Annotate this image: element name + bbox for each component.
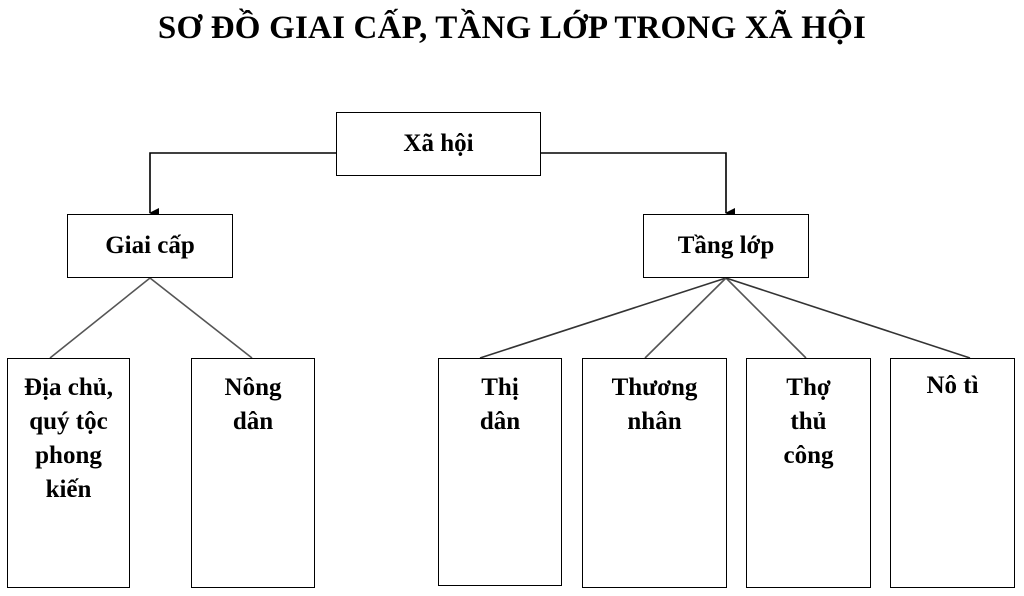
node-giai-cap: Giai cấp <box>67 214 233 278</box>
node-dia-chu-quy-toc: Địa chủ, quý tộc phong kiến <box>7 358 130 588</box>
line-tang-lop-to-thuong-nhan <box>644 277 727 359</box>
node-tho-thu-cong-label: Thợ thủ công <box>783 374 834 469</box>
node-nong-dan: Nông dân <box>191 358 315 588</box>
diagram-title: SƠ ĐỒ GIAI CẤP, TẦNG LỚP TRONG XÃ HỘI <box>157 10 867 46</box>
node-giai-cap-label: Giai cấp <box>105 232 195 259</box>
node-thuong-nhan-label: Thương nhân <box>611 374 698 435</box>
node-no-ti: Nô tì <box>890 358 1015 588</box>
node-tho-thu-cong: Thợ thủ công <box>746 358 871 588</box>
line-giai-cap-to-dia-chu <box>49 277 151 359</box>
arrow-to-giai-cap <box>149 152 336 218</box>
node-thi-dan: Thị dân <box>438 358 562 586</box>
line-tang-lop-to-thi-dan <box>479 277 727 359</box>
node-thi-dan-label: Thị dân <box>479 374 521 435</box>
node-nong-dan-label: Nông dân <box>224 374 282 435</box>
node-thuong-nhan: Thương nhân <box>582 358 727 588</box>
node-tang-lop-label: Tầng lớp <box>677 232 775 259</box>
line-tang-lop-to-no-ti <box>725 277 971 359</box>
node-xa-hoi: Xã hội <box>336 112 541 176</box>
node-tang-lop: Tầng lớp <box>643 214 809 278</box>
node-no-ti-label: Nô tì <box>926 372 979 399</box>
line-tang-lop-to-tho-thu-cong <box>725 277 807 359</box>
arrow-to-tang-lop <box>541 152 735 218</box>
line-giai-cap-to-nong-dan <box>149 277 253 359</box>
node-xa-hoi-label: Xã hội <box>403 130 474 157</box>
node-dia-chu-quy-toc-label: Địa chủ, quý tộc phong kiến <box>24 374 113 503</box>
